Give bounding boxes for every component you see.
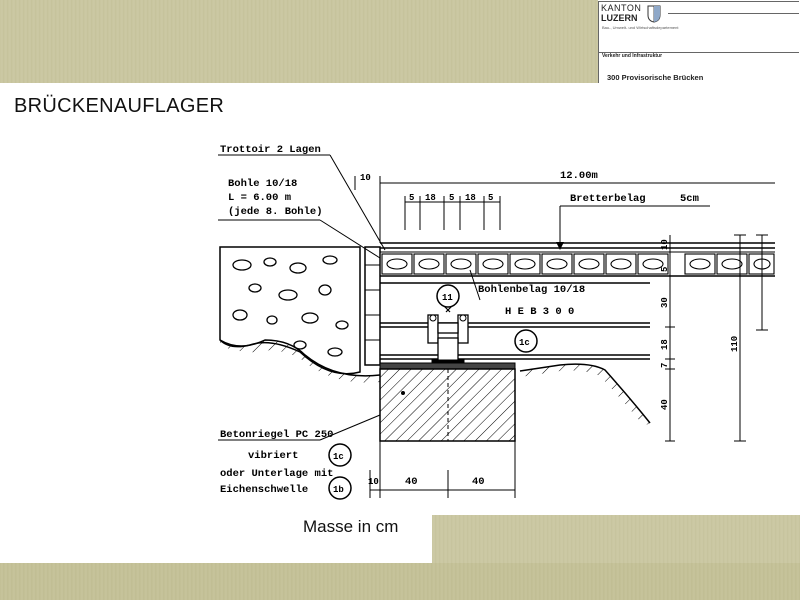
- bridge-bearing-drawing: Trottoir 2 Lagen Bohle 10/18 L = 6.00 m …: [218, 144, 775, 500]
- label-bohle-1: Bohle 10/18: [228, 178, 297, 190]
- header-rule: [599, 52, 799, 53]
- dim-right-18: 18: [660, 339, 670, 350]
- label-bohle-2: L = 6.00 m: [228, 192, 291, 204]
- label-beam: H E B 3 0 0: [505, 306, 574, 318]
- label-detail-1b: 1b: [333, 485, 344, 495]
- dim-top-5b: 5: [449, 193, 454, 203]
- bearing-pad: [379, 362, 516, 370]
- dim-right-7: 7: [660, 363, 670, 368]
- label-detail-1c: 1c: [519, 338, 530, 348]
- label-bretterbelag-dim: 5cm: [680, 193, 699, 205]
- section-label: 300 Provisorische Brücken: [607, 73, 704, 82]
- label-betonriegel: Betonriegel PC 250: [220, 429, 333, 441]
- label-detail-1c-legend: 1c: [333, 452, 344, 462]
- plank-row: [381, 253, 775, 275]
- label-bohlenbelag: Bohlenbelag 10/18: [478, 284, 585, 296]
- detail-marker-11: [436, 284, 460, 308]
- detail-marker-1c-legend: [328, 443, 352, 467]
- textured-background-right: [432, 515, 800, 563]
- dim-right-5: 5: [660, 267, 670, 272]
- logo-subtitle: Bau-, Umwelt- und Wirtschaftsdepartement: [602, 25, 679, 30]
- label-trottoir: Trottoir 2 Lagen: [220, 144, 321, 156]
- dim-right-30: 30: [660, 297, 670, 308]
- label-detail-11: 11: [442, 293, 453, 303]
- dim-bottom-10: 10: [368, 477, 379, 487]
- dim-right-110: 110: [730, 336, 740, 352]
- dim-right-10: 10: [660, 239, 670, 250]
- rubble-fill: [219, 246, 361, 375]
- label-bretterbelag: Bretterbelag: [570, 193, 646, 205]
- dim-right-40: 40: [660, 399, 670, 410]
- label-vibriert: vibriert: [248, 450, 298, 462]
- textured-background-bottom: [0, 563, 800, 600]
- logo-text-kanton: KANTON: [601, 3, 642, 13]
- logo-text-luzern: LUZERN: [601, 13, 638, 23]
- dim-top-18a: 18: [425, 193, 436, 203]
- label-span: 12.00m: [560, 170, 598, 182]
- detail-marker-1c: [514, 329, 538, 353]
- canton-logo: KANTON LUZERN: [601, 3, 667, 25]
- slide-content-area: [0, 83, 800, 515]
- beam-clamp: [427, 299, 469, 367]
- coat-of-arms-icon: [647, 5, 661, 23]
- dim-bottom-40b: 40: [472, 476, 485, 488]
- edge-timber: [364, 246, 381, 366]
- dim-top-10: 10: [360, 173, 371, 183]
- label-oder: oder Unterlage mit: [220, 468, 333, 480]
- label-eichen: Eichenschwelle: [220, 484, 308, 496]
- slide-title: BRÜCKENAUFLAGER: [14, 95, 225, 117]
- dim-top-18b: 18: [465, 193, 476, 203]
- header-rule: [668, 13, 799, 14]
- header-rule: [599, 1, 799, 2]
- label-bohle-3: (jede 8. Bohle): [228, 206, 323, 218]
- detail-marker-1b: [328, 476, 352, 500]
- dim-top-5c: 5: [488, 193, 493, 203]
- department-label: Verkehr und Infrastruktur: [602, 53, 663, 59]
- dim-top-5a: 5: [409, 193, 414, 203]
- steel-beam: [380, 282, 650, 360]
- slide-footer-area: [0, 515, 432, 563]
- header-divider: [598, 1, 599, 83]
- textured-background-top: [0, 0, 598, 83]
- dim-bottom-40a: 40: [405, 476, 418, 488]
- units-note: Masse in cm: [303, 517, 399, 536]
